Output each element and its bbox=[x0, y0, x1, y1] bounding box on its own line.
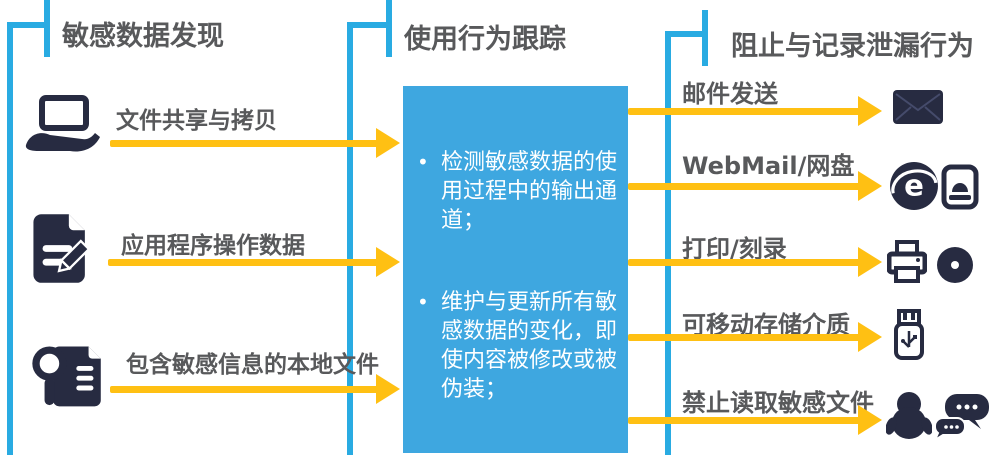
tracking-bullet: • 检测敏感数据的使用过程中的输出通道； bbox=[417, 148, 618, 235]
source-item-label: 包含敏感信息的本地文件 bbox=[126, 352, 379, 378]
bracket-horizontal-line bbox=[665, 31, 708, 37]
chat-bubbles-icon bbox=[933, 392, 990, 440]
tracking-panel: • 检测敏感数据的使用过程中的输出通道； • 维护与更新所有敏感数据的变化，即使… bbox=[403, 86, 628, 453]
blocking-title: 阻止与记录泄漏行为 bbox=[731, 31, 974, 62]
arrow-head bbox=[858, 247, 882, 277]
arrow-shaft bbox=[628, 416, 860, 424]
bullet-marker: • bbox=[417, 150, 429, 174]
bracket-vertical-line bbox=[7, 22, 13, 455]
tracking-bullet: • 维护与更新所有敏感数据的变化，即使内容被修改或被伪装； bbox=[417, 288, 618, 404]
arrow-shaft bbox=[108, 258, 378, 266]
channel-label: WebMail/网盘 bbox=[682, 152, 855, 180]
disk-drive-icon bbox=[941, 164, 979, 210]
channel-label: 打印/刻录 bbox=[682, 235, 787, 263]
ie-browser-icon: e bbox=[889, 161, 939, 211]
channel-label: 邮件发送 bbox=[682, 80, 778, 108]
arrow-head bbox=[858, 405, 882, 435]
file-search-icon bbox=[32, 344, 106, 410]
source-item-label: 应用程序操作数据 bbox=[121, 233, 305, 259]
channel-label: 禁止读取敏感文件 bbox=[682, 389, 874, 417]
arrow-shaft bbox=[110, 139, 378, 147]
bracket-top-bar bbox=[44, 0, 50, 57]
laptop-share-icon bbox=[22, 95, 102, 159]
arrow-head bbox=[376, 128, 400, 158]
envelope-icon bbox=[893, 90, 943, 124]
arrow-head bbox=[376, 374, 400, 404]
bullet-text: 检测敏感数据的使用过程中的输出通道； bbox=[441, 150, 618, 233]
source-item-label: 文件共享与拷贝 bbox=[116, 108, 277, 134]
cd-disc-icon bbox=[936, 246, 974, 284]
bullet-text: 维护与更新所有敏感数据的变化，即使内容被修改或被伪装； bbox=[441, 290, 618, 402]
arrow-shaft bbox=[110, 385, 378, 393]
arrow-shaft bbox=[628, 258, 860, 266]
bracket-horizontal-line bbox=[347, 22, 392, 28]
arrow-head bbox=[376, 247, 400, 277]
arrow-head bbox=[858, 171, 882, 201]
bracket-top-bar bbox=[702, 10, 708, 66]
bracket-top-bar bbox=[386, 0, 392, 57]
bracket-vertical-line bbox=[347, 22, 353, 455]
document-edit-icon bbox=[30, 213, 94, 284]
tracking-title: 使用行为跟踪 bbox=[404, 24, 566, 55]
bracket-vertical-line bbox=[665, 31, 671, 455]
bullet-marker: • bbox=[417, 290, 429, 314]
bracket-horizontal-line bbox=[7, 22, 50, 28]
arrow-shaft bbox=[628, 182, 860, 190]
arrow-shaft bbox=[628, 333, 860, 341]
arrow-head bbox=[858, 322, 882, 352]
printer-icon bbox=[887, 240, 927, 285]
usb-drive-icon bbox=[893, 309, 925, 361]
svg-text:e: e bbox=[904, 168, 924, 202]
arrow-shaft bbox=[628, 107, 860, 115]
arrow-head bbox=[858, 96, 882, 126]
qq-penguin-icon bbox=[886, 390, 932, 440]
discovery-title: 敏感数据发现 bbox=[62, 21, 224, 52]
